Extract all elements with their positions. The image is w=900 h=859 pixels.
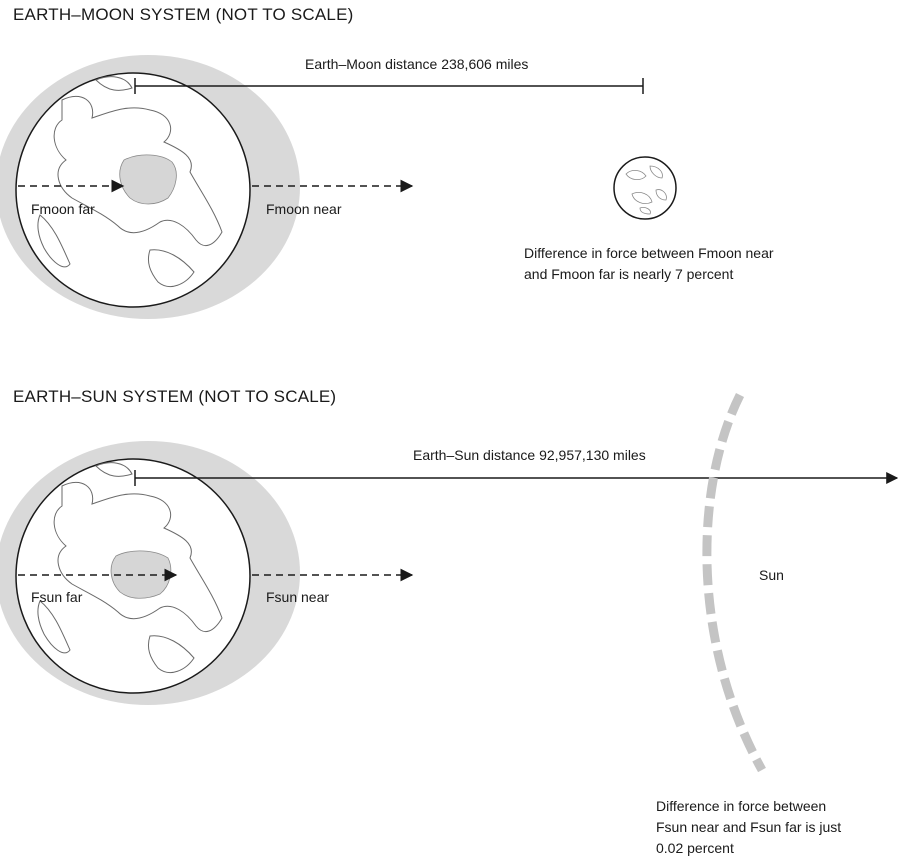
moon-note-line-1: Difference in force between Fmoon near [524, 245, 774, 261]
fsun-near-label: Fsun near [266, 589, 330, 605]
sun-distance-label: Earth–Sun distance 92,957,130 miles [413, 447, 646, 463]
sun-limb-rays [702, 392, 766, 773]
moon [613, 156, 677, 220]
earth-moon-group [0, 55, 677, 319]
sun-system-continents [37, 462, 223, 673]
sun-distance-value: 92,957,130 miles [539, 447, 646, 463]
sun-note-line-2: Fsun near and Fsun far is just [656, 819, 842, 835]
sun-distance-text: Earth–Sun distance [413, 447, 536, 463]
sun-note-line-1: Difference in force between [656, 798, 827, 814]
sun-label: Sun [759, 567, 784, 583]
fsun-far-label: Fsun far [31, 589, 83, 605]
fmoon-near-label: Fmoon near [266, 201, 342, 217]
moon-distance-text: Earth–Moon distance [305, 56, 438, 72]
moon-distance-value: 238,606 miles [441, 56, 529, 72]
fmoon-far-label: Fmoon far [31, 201, 95, 217]
sun-note-line-3: 0.02 percent [656, 840, 734, 856]
moon-system-continents [37, 76, 223, 287]
sun-force-note: Difference in force between Fsun near an… [656, 796, 841, 859]
moon-distance-label: Earth–Moon distance 238,606 miles [305, 56, 528, 72]
moon-system-title: EARTH–MOON SYSTEM (NOT TO SCALE) [13, 5, 354, 24]
sun-system-title: EARTH–SUN SYSTEM (NOT TO SCALE) [13, 387, 337, 406]
moon-force-note: Difference in force between Fmoon near a… [524, 243, 774, 285]
moon-note-line-2: and Fmoon far is nearly 7 percent [524, 266, 734, 282]
moon-system-land-patch [119, 154, 177, 205]
earth-sun-group [0, 392, 899, 773]
